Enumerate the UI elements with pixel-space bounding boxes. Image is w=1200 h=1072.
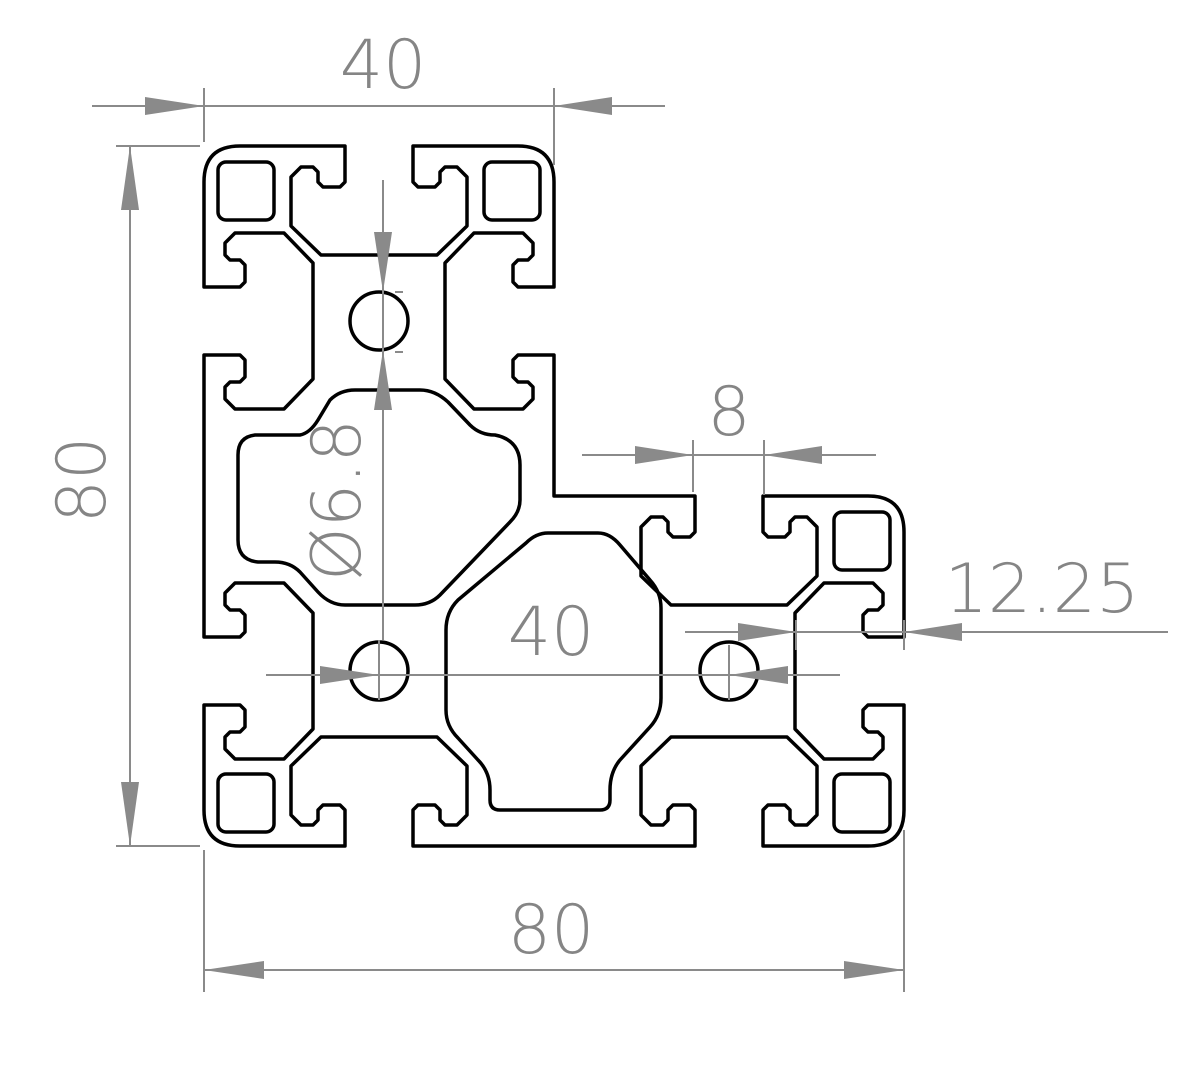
- dim-overall-height-label: 80: [43, 437, 122, 524]
- center-bore-hole: [348, 290, 410, 352]
- dim-hole-spacing-label: 40: [508, 593, 595, 672]
- corner-cavity: [216, 772, 276, 834]
- corner-cavity: [482, 160, 542, 222]
- dim-arrow: [764, 446, 822, 464]
- dim-arrow: [844, 961, 904, 979]
- dim-overall-width-label: 80: [508, 891, 595, 970]
- dim-arrow: [320, 666, 379, 684]
- inner-cavity-upper: [236, 388, 522, 607]
- dim-top-width-label: 40: [340, 26, 427, 105]
- dim-arrow: [121, 146, 139, 210]
- dim-arrow: [635, 446, 693, 464]
- dim-slot-opening-label: 8: [707, 373, 750, 452]
- corner-cavity: [832, 772, 892, 834]
- dim-arrow: [121, 782, 139, 846]
- corner-cavity: [832, 510, 892, 572]
- dim-hole-diameter-label: Ø6.8: [298, 419, 377, 581]
- inner-cavity-center: [444, 531, 663, 812]
- dim-arrow: [374, 350, 392, 410]
- dimension-lines: [92, 88, 1168, 992]
- dim-arrow: [554, 97, 612, 115]
- dim-arrow: [204, 961, 264, 979]
- dim-arrow: [738, 623, 796, 641]
- corner-cavity: [216, 160, 276, 222]
- profile-outer-outline: [202, 144, 906, 848]
- dim-arrow: [374, 232, 392, 292]
- dim-slot-offset-label: 12.25: [945, 550, 1140, 629]
- dim-arrow: [145, 97, 204, 115]
- dim-arrow: [729, 666, 788, 684]
- dim-arrow: [904, 623, 962, 641]
